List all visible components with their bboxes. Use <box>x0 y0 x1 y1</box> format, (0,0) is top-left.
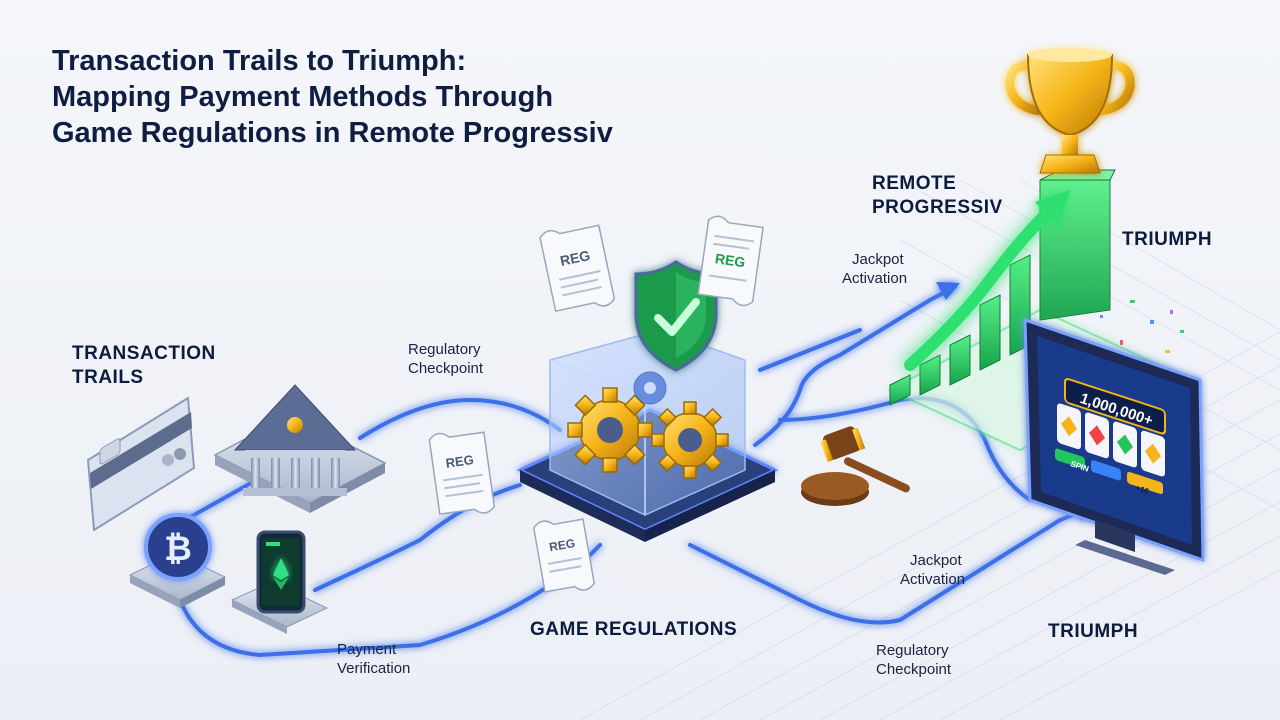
title-line-3: Game Regulations in Remote Progressiv <box>52 116 613 149</box>
path-bank-to-hub <box>358 397 562 440</box>
label-jackpot-activation-bottom: Jackpot Activation <box>900 552 965 590</box>
title-line-2: Mapping Payment Methods Through <box>52 80 554 113</box>
title-line-1: Transaction Trails to Triumph: <box>52 45 467 77</box>
svg-text:+10: +10 <box>1134 483 1150 496</box>
label-line: Payment <box>337 641 397 658</box>
stage-transaction-trails-line-1: TRANSACTION <box>72 343 216 364</box>
label-jackpot-activation-top: Jackpot Activation <box>842 251 907 289</box>
stage-remote-progressive-line-2: PROGRESSIV <box>872 196 1003 218</box>
label-regulatory-checkpoint-top: Regulatory Checkpoint <box>408 341 483 379</box>
svg-text:₿: ₿ <box>164 530 192 568</box>
path-card-to-bank <box>183 476 262 522</box>
label-line: Activation <box>842 269 908 287</box>
arrow-icon <box>936 282 960 300</box>
document-icon: REG <box>532 518 596 593</box>
stage-transaction-trails: TRANSACTION TRAILS <box>72 342 216 390</box>
stage-game-regulations: GAME REGULATIONS <box>530 619 738 640</box>
stage-triumph-bottom: TRIUMPH <box>1048 621 1139 642</box>
stage-remote-progressive-line-1: REMOTE <box>872 173 957 194</box>
svg-text:REG: REG <box>714 250 746 270</box>
label-line: Verification <box>337 659 411 677</box>
label-payment-verification: Payment Verification <box>337 641 410 679</box>
label-regulatory-checkpoint-bottom: Regulatory Checkpoint <box>876 642 951 680</box>
path-hub-to-bottom-right <box>688 506 1092 625</box>
label-line: Checkpoint <box>876 660 952 678</box>
label-line: Jackpot <box>910 552 962 569</box>
document-icon: REG <box>428 431 496 516</box>
gavel-icon <box>801 426 910 506</box>
confetti <box>1100 300 1184 353</box>
stage-triumph-top: TRIUMPH <box>1122 229 1213 250</box>
page-title: Transaction Trails to Triumph: Mapping P… <box>52 44 752 152</box>
arrow-icon <box>904 204 1056 371</box>
document-icon: REG <box>539 224 616 313</box>
label-line: Jackpot <box>852 251 904 268</box>
stage-remote-progressive: REMOTE PROGRESSIV <box>872 172 1003 220</box>
gear-icon <box>567 387 653 473</box>
svg-text:REG: REG <box>548 536 576 554</box>
path-hub-to-growth <box>758 328 862 372</box>
gear-icon <box>651 401 729 479</box>
label-line: Checkpoint <box>408 359 484 377</box>
bank-icon <box>213 384 387 513</box>
path-hub-to-jackpot-top <box>753 285 957 447</box>
svg-text:REG: REG <box>559 247 592 269</box>
label-line: Regulatory <box>408 341 481 358</box>
jackpot-banner <box>1064 378 1166 435</box>
slot-machine-icon: 1,000,000+ SPIN +10 <box>1023 317 1205 575</box>
gear-icon <box>633 371 667 405</box>
credit-card-icon <box>86 396 196 532</box>
bitcoin-icon: ₿ <box>128 513 227 608</box>
label-line: Regulatory <box>876 642 949 659</box>
ethereum-wallet-icon <box>230 530 329 634</box>
svg-text:REG: REG <box>445 452 475 471</box>
label-line: Activation <box>900 570 966 588</box>
document-icon: REG <box>697 215 764 307</box>
stage-transaction-trails-line-2: TRAILS <box>72 366 144 388</box>
trophy-icon <box>1005 48 1135 174</box>
arrow-icon <box>1035 190 1070 228</box>
